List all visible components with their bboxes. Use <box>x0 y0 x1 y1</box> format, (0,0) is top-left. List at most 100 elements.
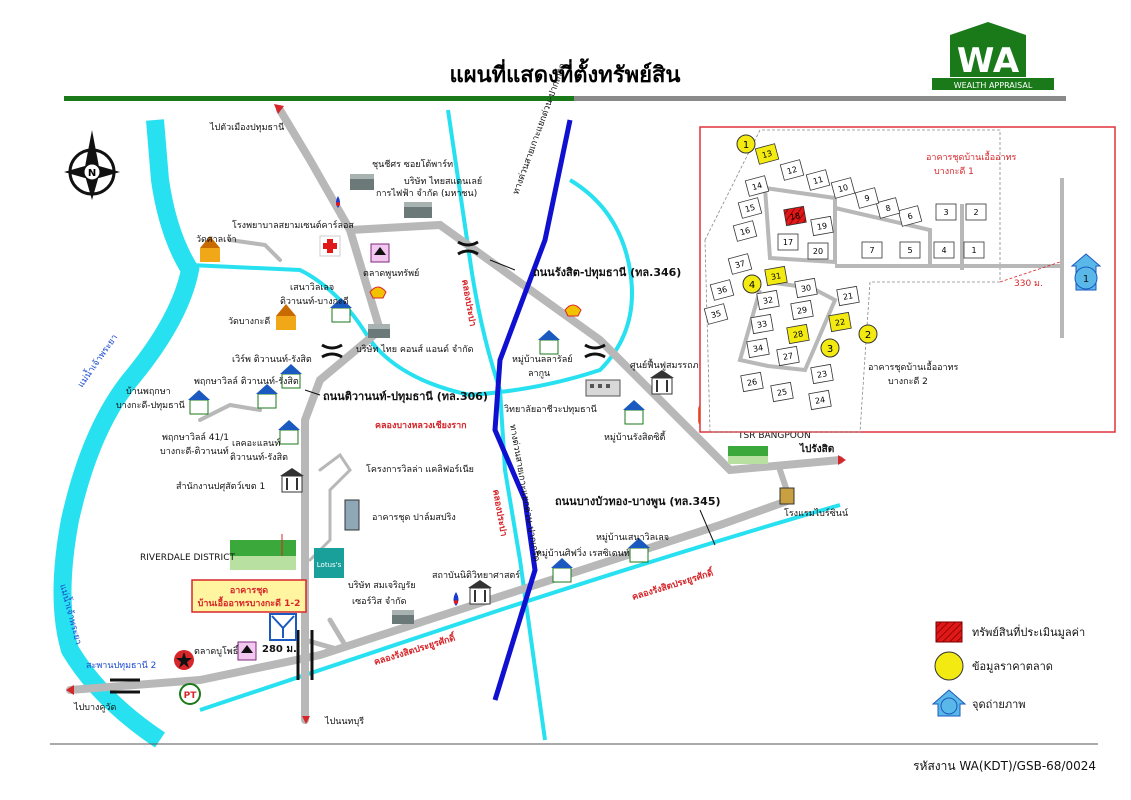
inset-building-number: 6 <box>907 211 914 221</box>
legend-photo-point-icon <box>931 689 967 717</box>
inset-building: 15 <box>737 197 763 219</box>
direction-arrows <box>66 104 846 724</box>
interchanges <box>110 240 606 694</box>
inset-building-number: 1 <box>971 246 976 255</box>
inset-building: 12 <box>779 159 805 181</box>
inset-building: 5 <box>899 241 921 259</box>
inset-building: 13 <box>754 143 780 165</box>
inset-building-number: 5 <box>907 246 912 255</box>
market-icon <box>237 641 257 661</box>
government-icon <box>280 468 304 493</box>
house-icon <box>256 384 278 409</box>
inset-building-number: 16 <box>739 226 751 237</box>
inset-building: 6 <box>897 205 923 227</box>
north-arrow-icon: N <box>64 130 120 200</box>
label-watbangkadi: วัดบางกะดี <box>228 316 270 327</box>
inset-building: 33 <box>750 313 774 335</box>
inset-building: 7 <box>861 241 883 259</box>
label-sivirin: หมู่บ้านศิฟวิ่ง เรสซิเดนท์ <box>536 546 630 559</box>
label-hotel: โรงแรมไบร์ซินน์ <box>784 507 848 519</box>
label-thaisat: บริษัท ไทยสแตนเลย์ <box>404 175 482 187</box>
inset-building-number: 18 <box>789 211 801 222</box>
label-pruksa41b: บางกะดี-ติวานนท์ <box>160 445 229 457</box>
inset-building: 8 <box>875 197 901 219</box>
government-icon <box>468 580 492 605</box>
market-data-marker <box>820 338 840 358</box>
market-data-marker <box>858 324 878 344</box>
inset-building-number: 32 <box>762 295 774 306</box>
title-underline-gray <box>574 96 1066 101</box>
logo-text: WA <box>957 41 1020 81</box>
inset-building-number: 29 <box>796 305 808 316</box>
inset-building: 31 <box>764 265 788 287</box>
temple-icon <box>200 236 220 262</box>
market-data-marker-number: 4 <box>749 280 755 291</box>
label-view: เวิร์พ ติวานนท์-รังสิต <box>232 353 312 365</box>
road-345-label: ถนนบางบัวทอง-บางพูน (ทล.345) <box>555 495 721 509</box>
road-346-label: ถนนรังสิต-ปทุมธานี (ทล.346) <box>533 266 681 280</box>
inset-building-number: 11 <box>812 175 824 186</box>
label-thaisat2: การไฟฟ้า จำกัด (มหาชน) <box>376 188 477 199</box>
dir-north: ไปตัวเมืองปทุมธานี <box>209 122 284 133</box>
label-tsr: TSR BANGPOON <box>737 431 811 441</box>
place-icons: Lotus's PT DB <box>174 174 795 705</box>
subject-distance: 280 ม. <box>262 644 297 655</box>
hotel-icon <box>779 487 795 505</box>
inset-building: 35 <box>703 303 729 325</box>
market-icon <box>370 243 390 263</box>
inset-building-number: 27 <box>782 351 794 362</box>
legend: ทรัพย์สินที่ประเมินมูลค่า ข้อมูลราคาตลาด… <box>931 621 1085 717</box>
inset-block1b: บางกะดี 1 <box>934 166 974 177</box>
inset-building-number: 22 <box>834 317 846 328</box>
label-somcharoen: บริษัท สมเจริญรัย <box>348 580 416 591</box>
inset-building: 26 <box>740 371 764 393</box>
inset-building: 17 <box>777 233 799 251</box>
label-thaicons: บริษัท ไทย คอนส์ แอนด์ จำกัด <box>356 343 474 355</box>
inset-building: 37 <box>727 253 753 275</box>
inset-building: 36 <box>709 279 735 301</box>
canal-bangluang-label: คลองบางหลวงเชียงราก <box>375 420 467 431</box>
inset-building: 9 <box>854 187 880 209</box>
market-data-marker-number: 2 <box>865 330 871 341</box>
inset-building: 23 <box>810 363 834 385</box>
label-senawilet: เสนาวิลเลจ <box>290 282 334 293</box>
waterways <box>53 109 841 748</box>
legend-yellow-circle <box>934 651 964 681</box>
label-pruksa-vil: พฤกษาวิลล์ ติวานนท์-รังสิต <box>194 375 299 387</box>
inset-building-number: 31 <box>770 271 782 282</box>
footer-code: รหัสงาน WA(KDT)/GSB-68/0024 <box>913 759 1096 773</box>
inset-block2b: บางกะดี 2 <box>888 376 928 387</box>
government-icon <box>650 370 674 395</box>
inset-building-number: 14 <box>751 181 763 192</box>
river-chao-phraya <box>53 119 200 748</box>
inset-building: 14 <box>744 175 770 197</box>
gas-station-icon <box>336 196 340 208</box>
inset-building-number: 33 <box>756 319 768 330</box>
inset-building-number: 19 <box>816 221 828 232</box>
inset-building: 18 <box>783 205 807 227</box>
inset-building: 22 <box>828 311 852 333</box>
label-hospital: โรงพยาบาลสยามเซนต์คาร์ลอส <box>232 219 354 231</box>
label-condo: อาคารชุด ปาล์มสปริง <box>372 511 456 523</box>
label-watsao: วัดศาลเจ้า <box>196 234 237 245</box>
legend-hatch-swatch <box>935 621 963 643</box>
label-lalal2: ลากูน <box>528 369 550 379</box>
inset-building-number: 34 <box>752 343 764 354</box>
inset-building: 1 <box>963 241 985 259</box>
road-346 <box>346 220 844 475</box>
factory-icon <box>350 174 374 190</box>
inset-map: 330 ม. อาคารชุดบ้านเอื้ออาทร บางกะดี 1 อ… <box>699 126 1116 433</box>
label-senawilet2: ติวานนท์-บางกะดี <box>280 295 349 307</box>
factory-icon <box>368 324 390 338</box>
inset-building-number: 25 <box>776 387 788 398</box>
inset-building-number: 8 <box>885 203 892 213</box>
texaco-icon <box>174 650 194 670</box>
inset-distance: 330 ม. <box>1014 279 1043 289</box>
inset-building-number: 28 <box>792 329 804 340</box>
inset-building-number: 3 <box>943 208 948 217</box>
label-pruksa41: พฤกษาวิลล์ 41/1 <box>162 431 229 443</box>
label-senavillage: หมู่บ้านเสนาวิลเลจ <box>596 532 669 543</box>
canal-prapa-label-2: คลองประปา <box>490 489 509 538</box>
canal-rangsit <box>199 503 841 712</box>
